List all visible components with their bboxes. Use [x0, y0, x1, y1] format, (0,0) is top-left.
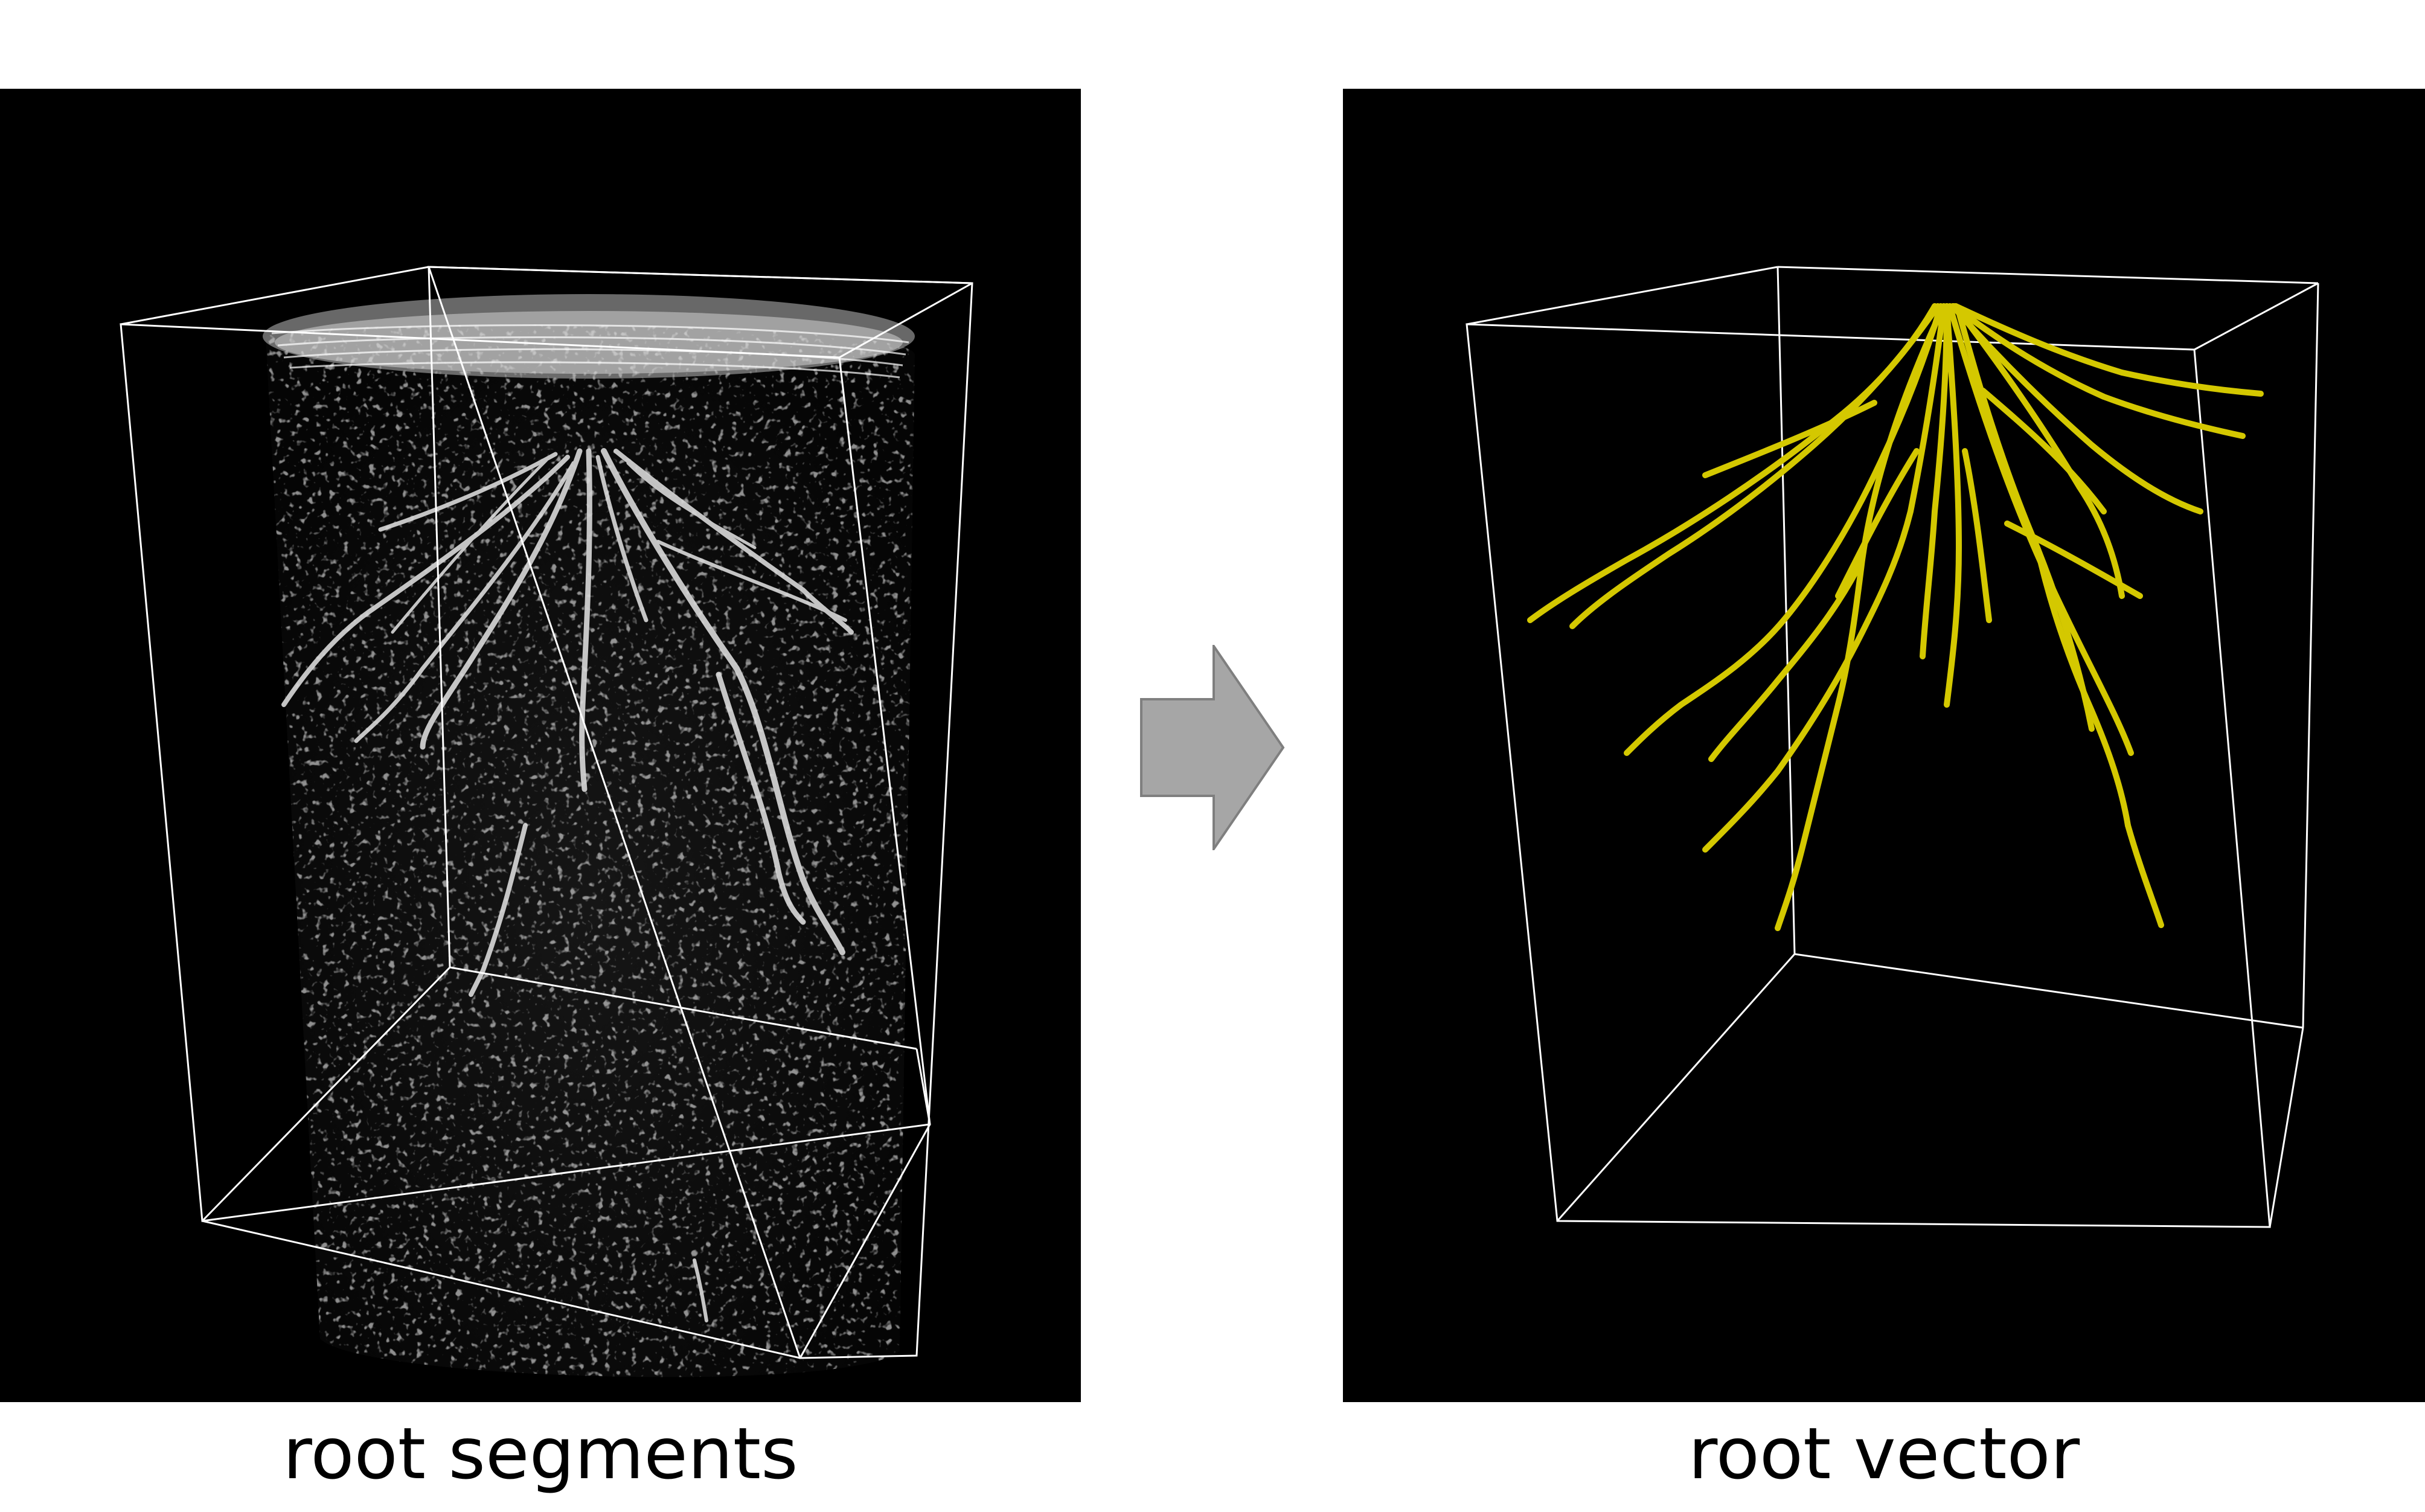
bounding-box-wireframe	[1466, 266, 2319, 1228]
root-vector-panel	[1343, 89, 2425, 1402]
root-vector-caption: root vector	[1688, 1412, 2080, 1495]
soil-column	[266, 324, 915, 1377]
root-vector-render	[1466, 266, 2319, 1228]
soil-surface-layer	[263, 294, 915, 379]
bounding-box-wireframe	[120, 266, 973, 1359]
right-arrow-icon	[1140, 645, 1285, 850]
vector-root-network	[1527, 303, 2264, 931]
raw-root-segments	[281, 448, 854, 1322]
root-segments-caption: root segments	[283, 1412, 798, 1495]
root-segments-render	[120, 266, 973, 1377]
root-segments-panel	[0, 89, 1081, 1402]
